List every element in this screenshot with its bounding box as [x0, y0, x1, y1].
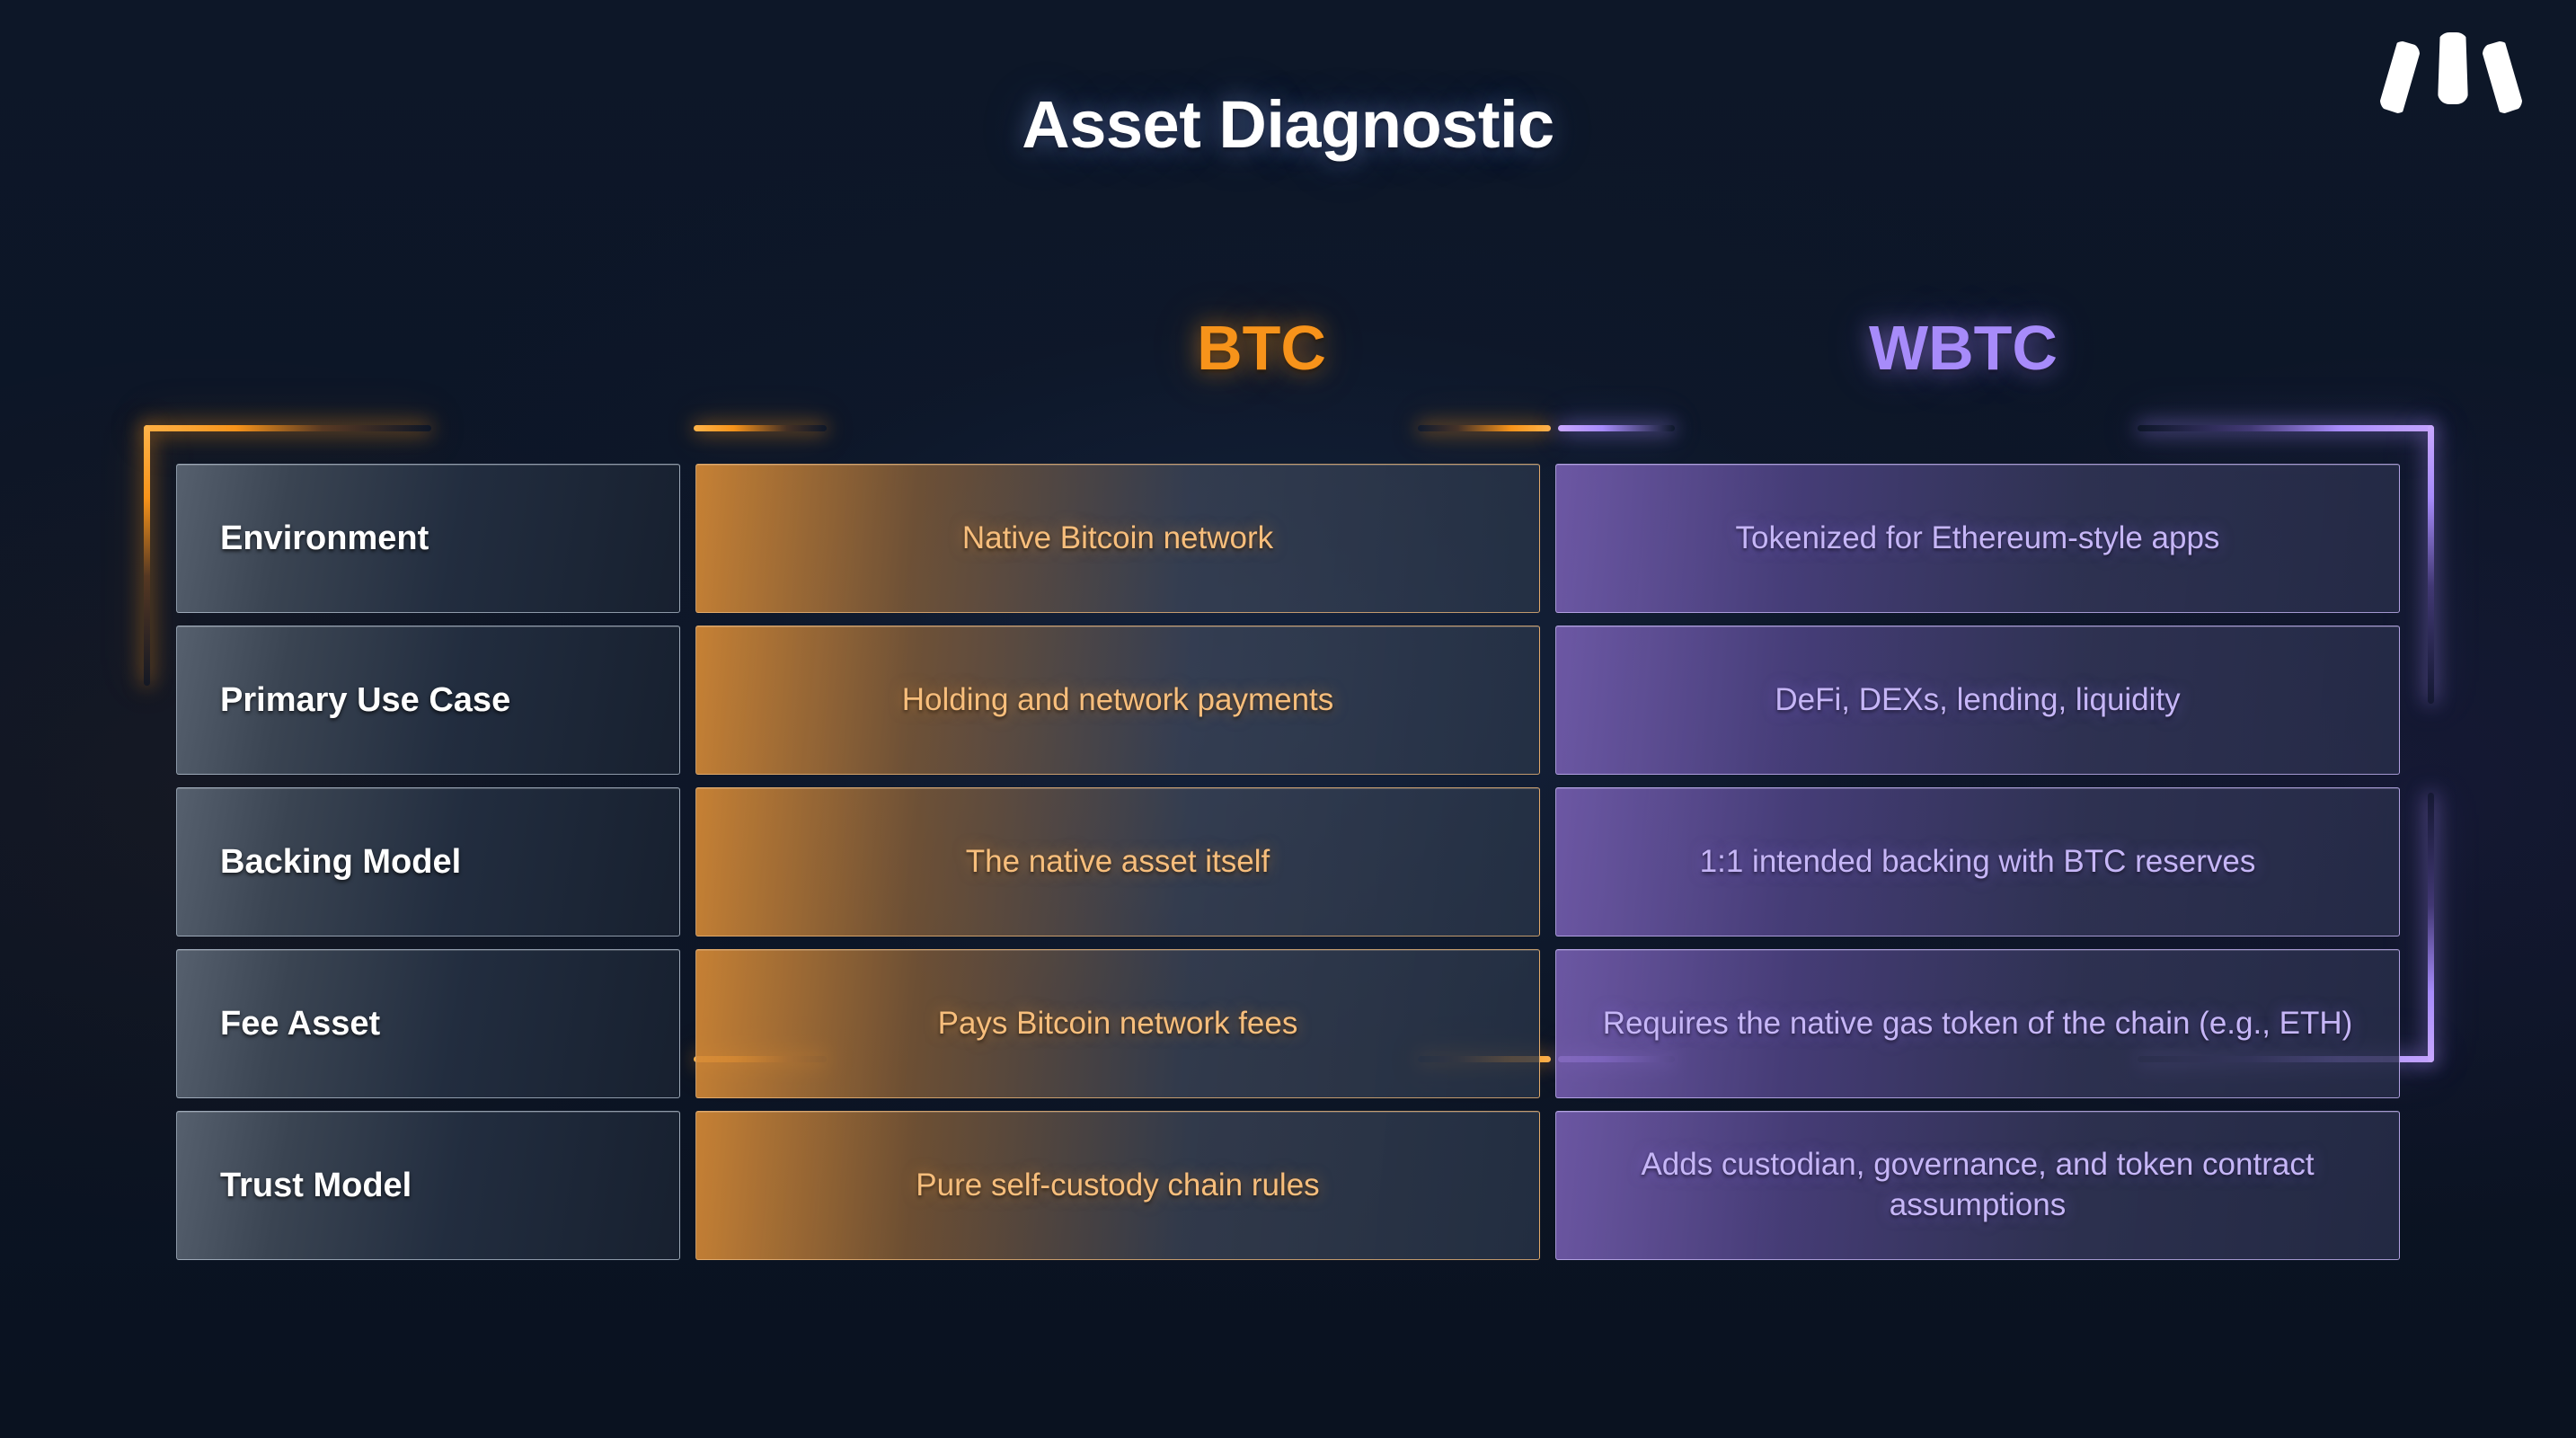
btc-value-cell: The native asset itself — [695, 787, 1540, 936]
wbtc-value-text: DeFi, DEXs, lending, liquidity — [1775, 681, 2181, 717]
logo-blade-center — [2438, 32, 2468, 104]
row-label-text: Environment — [220, 519, 429, 557]
btc-value-cell: Holding and network payments — [695, 626, 1540, 775]
row-label-text: Trust Model — [220, 1166, 412, 1204]
page-title: Asset Diagnostic — [1022, 87, 1554, 162]
row-label-cell: Environment — [176, 464, 680, 613]
row-label-text: Fee Asset — [220, 1004, 381, 1043]
column-header-btc: BTC — [1197, 313, 1326, 383]
btc-value-text: Pure self-custody chain rules — [916, 1167, 1320, 1203]
btc-value-text: The native asset itself — [965, 843, 1270, 879]
row-label-cell: Backing Model — [176, 787, 680, 936]
wbtc-value-text: Adds custodian, governance, and token co… — [1641, 1147, 2315, 1222]
table-row: Primary Use Case Holding and network pay… — [176, 626, 2400, 775]
bracket-top-left-vertical-icon — [144, 425, 150, 686]
row-label-text: Primary Use Case — [220, 680, 511, 719]
row-label-cell: Trust Model — [176, 1111, 680, 1260]
btc-value-text: Pays Bitcoin network fees — [937, 1005, 1298, 1041]
table-row: Fee Asset Pays Bitcoin network fees Requ… — [176, 949, 2400, 1098]
wbtc-value-cell: Requires the native gas token of the cha… — [1555, 949, 2400, 1098]
tick-top-wbtc-left-icon — [1558, 425, 1675, 431]
btc-value-cell: Pays Bitcoin network fees — [695, 949, 1540, 1098]
w-mark-logo — [2380, 16, 2524, 115]
btc-value-text: Holding and network payments — [901, 681, 1334, 717]
row-label-cell: Primary Use Case — [176, 626, 680, 775]
table-row: Environment Native Bitcoin network Token… — [176, 464, 2400, 613]
wbtc-value-cell: 1:1 intended backing with BTC reserves — [1555, 787, 2400, 936]
wbtc-value-text: Tokenized for Ethereum-style apps — [1735, 519, 2220, 555]
bracket-top-left-horizontal-icon — [144, 425, 431, 431]
wbtc-value-cell: Adds custodian, governance, and token co… — [1555, 1111, 2400, 1260]
bracket-top-right-vertical-icon — [2428, 425, 2434, 704]
wbtc-value-text: Requires the native gas token of the cha… — [1602, 1005, 2353, 1041]
table-row: Backing Model The native asset itself 1:… — [176, 787, 2400, 936]
table-row: Trust Model Pure self-custody chain rule… — [176, 1111, 2400, 1260]
btc-value-cell: Native Bitcoin network — [695, 464, 1540, 613]
tick-top-btc-left-icon — [694, 425, 827, 431]
tick-top-btc-right-icon — [1418, 425, 1551, 431]
wbtc-value-text: 1:1 intended backing with BTC reserves — [1699, 843, 2256, 879]
column-header-wbtc: WBTC — [1869, 313, 2058, 383]
row-label-cell: Fee Asset — [176, 949, 680, 1098]
bracket-top-right-horizontal-icon — [2138, 425, 2434, 431]
wbtc-value-cell: Tokenized for Ethereum-style apps — [1555, 464, 2400, 613]
row-label-text: Backing Model — [220, 842, 462, 881]
bracket-bottom-right-vertical-icon — [2428, 793, 2434, 1062]
wbtc-value-cell: DeFi, DEXs, lending, liquidity — [1555, 626, 2400, 775]
btc-value-text: Native Bitcoin network — [961, 519, 1274, 555]
comparison-table: Environment Native Bitcoin network Token… — [176, 464, 2400, 1260]
btc-value-cell: Pure self-custody chain rules — [695, 1111, 1540, 1260]
